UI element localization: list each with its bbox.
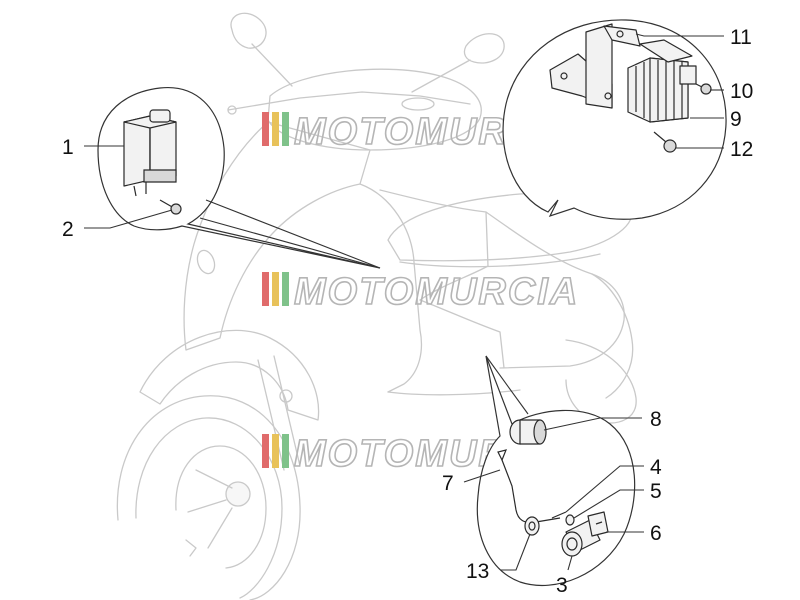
leader-11 [635, 33, 724, 37]
screw-2 [159, 199, 182, 215]
washer-5 [565, 514, 575, 526]
watermark-stripe-yellow [272, 434, 279, 468]
screw-12 [653, 131, 677, 153]
callout-1: 1 [62, 136, 74, 159]
callout-3: 3 [556, 574, 568, 597]
callout-7: 7 [442, 472, 454, 495]
callout-4: 4 [650, 456, 662, 479]
watermark-stripe-yellow [272, 112, 279, 146]
callout-5: 5 [650, 480, 662, 503]
callout-9: 9 [730, 108, 742, 131]
callout-8: 8 [650, 408, 662, 431]
watermark-stripe-green [282, 272, 289, 306]
watermark-stripe-green [282, 112, 289, 146]
callout-2: 2 [62, 218, 74, 241]
callout-13: 13 [466, 560, 489, 583]
watermark-stripe-red [262, 272, 269, 306]
watermark-stripe-red [262, 434, 269, 468]
leader-8 [543, 417, 642, 431]
callout-leaders [84, 33, 724, 571]
ignition-parts-detail-bubble [476, 355, 636, 586]
bubble-outline [502, 19, 727, 220]
bracket-6 [587, 511, 609, 537]
callout-6: 6 [650, 522, 662, 545]
screw-10 [695, 83, 712, 95]
grommet-13 [524, 516, 540, 536]
regulator-detail-bubble [502, 19, 727, 220]
leader-4 [565, 465, 644, 513]
callout-11: 11 [730, 26, 752, 49]
leader-5 [573, 489, 644, 519]
connector-8 [509, 419, 547, 445]
cdi-module [123, 109, 177, 197]
voltage-regulator [627, 39, 697, 123]
callout-labels: 1 2 3 4 5 6 7 8 9 10 11 12 13 [62, 26, 753, 597]
regulator-bracket [549, 23, 641, 109]
leader-13 [500, 533, 531, 571]
callout-10: 10 [730, 80, 753, 103]
leader-3 [567, 555, 573, 571]
watermark-text: MOTOMURCIA [294, 271, 579, 313]
watermark-stripe-green [282, 434, 289, 468]
bubble-outline [476, 355, 636, 586]
leader-7 [463, 469, 501, 483]
watermark-stripe-yellow [272, 272, 279, 306]
watermark-stripe-red [262, 112, 269, 146]
callout-12: 12 [730, 138, 753, 161]
cdi-unit-detail-bubble [97, 86, 381, 269]
leader-2 [84, 209, 173, 229]
watermark-middle: MOTOMURCIA [262, 270, 579, 314]
screw-4 [551, 511, 567, 519]
